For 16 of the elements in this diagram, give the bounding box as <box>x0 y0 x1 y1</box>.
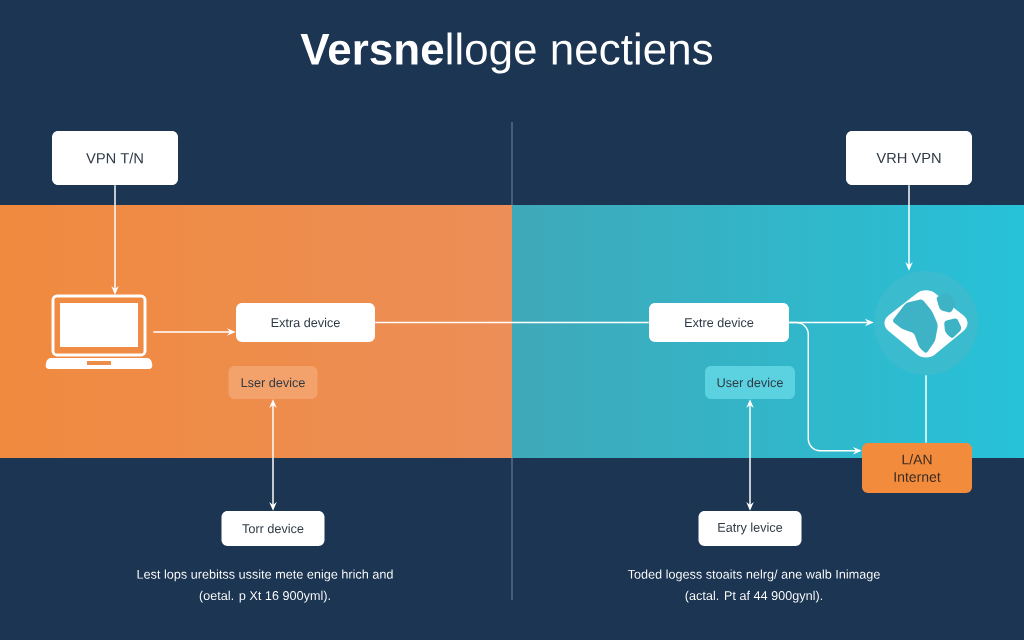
label-box: VRH VPN <box>846 131 972 185</box>
globe-icon <box>874 271 978 375</box>
connector-line <box>925 374 927 444</box>
label-box: VPN T/N <box>52 131 178 185</box>
caption-text: Toded logess stoaits nelrg/ ane walb Inimage (actal. Pt af 44 900gynl). <box>627 569 880 603</box>
laptop-icon <box>45 294 153 369</box>
device-box: User device <box>705 366 795 399</box>
device-box: Torr device <box>221 511 325 546</box>
device-box: Extra device <box>236 303 375 342</box>
title: Versnelloge nectiens <box>300 32 712 74</box>
device-box: Eatry levice <box>698 511 802 546</box>
caption-text: Lest lops urebitss ussite mete enige hrich and (oetal. p Xt 16 900yml). <box>137 569 393 603</box>
connector-line <box>374 321 650 324</box>
device-box: L/AN Internet <box>862 443 972 493</box>
device-box: Lser device <box>228 366 318 399</box>
device-box: Extre device <box>649 303 789 342</box>
